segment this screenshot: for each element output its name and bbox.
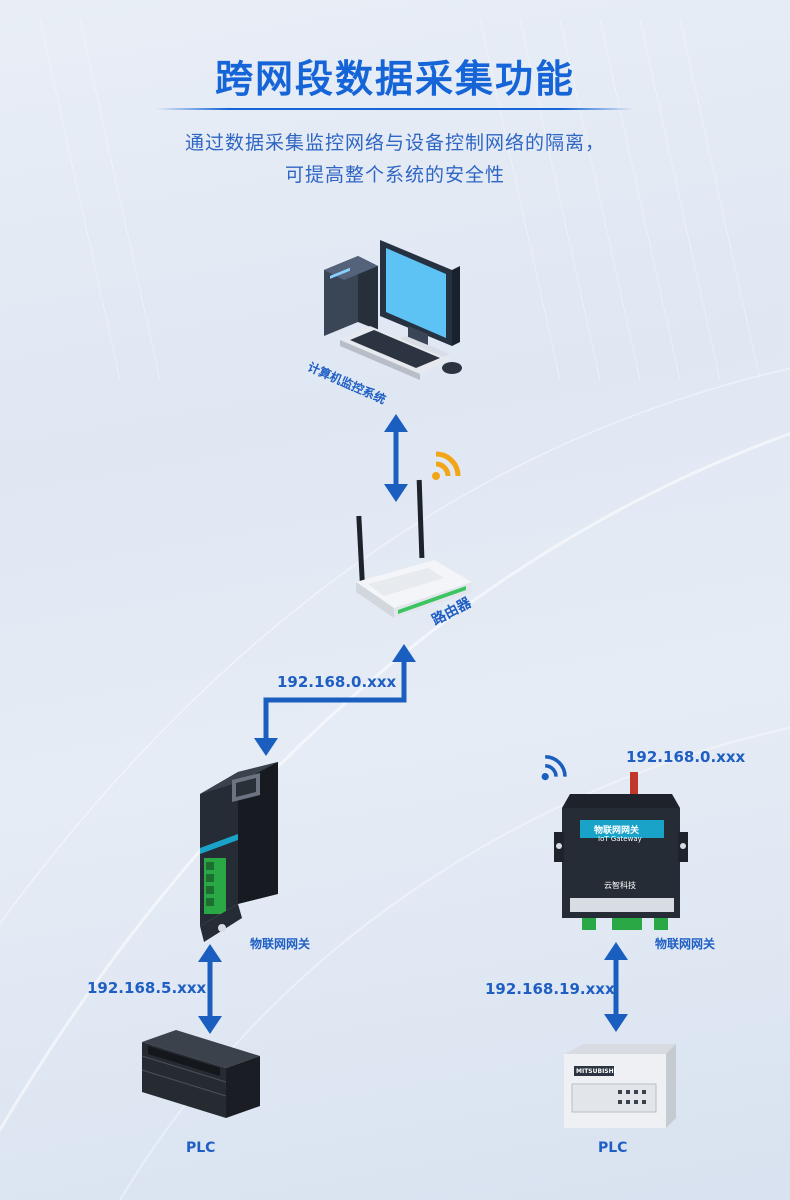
arrow-computer-router — [384, 414, 408, 502]
title-underline — [156, 108, 634, 110]
subtitle-line-1: 通过数据采集监控网络与设备控制网络的隔离， — [184, 132, 605, 154]
arrow-router-gateway-left — [254, 644, 416, 756]
gateway-right-subname: IoT Gateway — [598, 835, 642, 843]
gateway-right-icon — [554, 772, 688, 930]
gateway-left-icon — [200, 762, 278, 942]
plc-left-label: PLC — [186, 1140, 216, 1156]
ip-gateway-left-plc: 192.168.5.xxx — [87, 979, 207, 997]
plc-right-label: PLC — [598, 1140, 628, 1156]
wifi-icon — [432, 451, 461, 480]
ip-gateway-right-plc: 192.168.19.xxx — [485, 980, 615, 998]
signal-waves-icon — [541, 755, 567, 781]
gateway-right-brand: 云智科技 — [604, 881, 636, 890]
subtitle-line-2: 可提高整个系统的安全性 — [284, 164, 505, 186]
plc-right-brand: MITSUBISHI — [576, 1068, 616, 1075]
page-title: 跨网段数据采集功能 — [214, 57, 575, 101]
arrow-gateway-right-plc — [604, 942, 628, 1032]
ip-router-gateway-left: 192.168.0.xxx — [277, 673, 397, 691]
gateway-right-label: 物联网网关 — [655, 937, 716, 951]
computer-icon — [324, 240, 462, 380]
gateway-right-name: 物联网网关 — [594, 826, 640, 836]
gateway-left-label: 物联网网关 — [250, 937, 311, 951]
ip-gateway-right: 192.168.0.xxx — [626, 748, 746, 766]
plc-left-icon — [141, 1030, 260, 1118]
router-icon — [356, 479, 472, 618]
plc-right-icon — [564, 1044, 676, 1128]
arrow-gateway-left-plc — [198, 944, 222, 1034]
